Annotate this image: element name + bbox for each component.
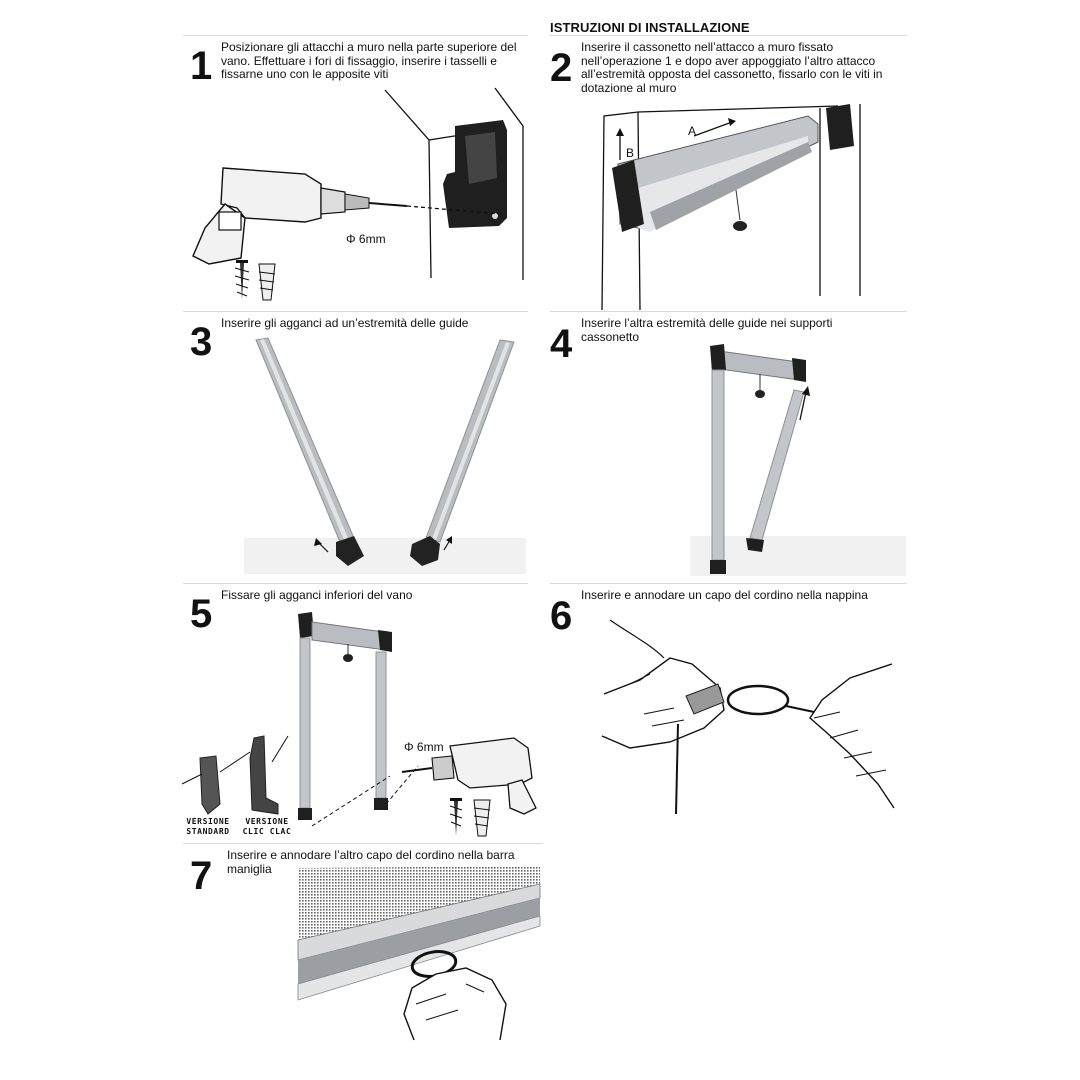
step-3-illustration xyxy=(244,337,526,574)
step-4-illustration xyxy=(690,344,906,576)
drill-icon xyxy=(192,167,502,265)
screw-icon xyxy=(449,798,463,836)
step-6-illustration xyxy=(601,619,895,815)
step-3-number: 3 xyxy=(190,320,213,364)
step-5-number: 5 xyxy=(190,592,213,636)
version-standard-label: VERSIONE STANDARD xyxy=(186,817,230,836)
drill-icon xyxy=(401,737,537,815)
step-3-text: Inserire gli agganci ad un’estremità del… xyxy=(221,316,469,330)
guide-rail-left xyxy=(255,337,364,566)
step-6-number: 6 xyxy=(550,594,573,638)
drill-diameter-label: Φ 6mm xyxy=(346,232,386,246)
step-1-text: Posizionare gli attacchi a muro nella pa… xyxy=(221,40,517,81)
screw-icon xyxy=(234,260,250,300)
cassette-box xyxy=(612,104,854,232)
step-5-illustration xyxy=(181,612,537,837)
divider xyxy=(183,35,528,36)
arrow-a-label: A xyxy=(688,124,697,138)
hook-standard-icon xyxy=(181,751,251,815)
hook-clic-clac-icon xyxy=(249,735,289,815)
divider xyxy=(183,583,528,584)
divider xyxy=(183,311,528,312)
divider xyxy=(550,35,907,36)
step-6-text: Inserire e annodare un capo del cordino … xyxy=(581,588,868,602)
step-1-number: 1 xyxy=(190,44,213,88)
step-4-number: 4 xyxy=(550,322,573,366)
step-7-illustration xyxy=(297,866,541,1041)
step-2-number: 2 xyxy=(550,46,573,90)
guide-rail-right xyxy=(410,339,515,566)
page-title: ISTRUZIONI DI INSTALLAZIONE xyxy=(550,20,750,35)
step-2-illustration xyxy=(601,104,861,311)
step-7-text: Inserire e annodare l’altro capo del cor… xyxy=(227,848,515,876)
drill-diameter-label: Φ 6mm xyxy=(404,740,444,754)
arrow-up-icon xyxy=(799,386,810,421)
wall-plug-icon xyxy=(258,263,276,301)
wall-plug-icon xyxy=(473,799,491,837)
step-5-text: Fissare gli agganci inferiori del vano xyxy=(221,588,413,602)
step-7-number: 7 xyxy=(190,854,213,898)
version-clic-clac-label: VERSIONE CLIC CLAC xyxy=(242,817,292,836)
divider xyxy=(183,843,543,844)
arrow-b-label: B xyxy=(626,146,635,160)
divider xyxy=(550,583,907,584)
arrow-a-icon xyxy=(693,118,736,137)
arrow-b-icon xyxy=(616,128,624,160)
step-2-text: Inserire il cassonetto nell’attacco a mu… xyxy=(581,40,883,95)
step-4-text: Inserire l’altra estremità delle guide n… xyxy=(581,316,833,344)
step-1-illustration xyxy=(192,87,524,301)
divider xyxy=(550,311,907,312)
